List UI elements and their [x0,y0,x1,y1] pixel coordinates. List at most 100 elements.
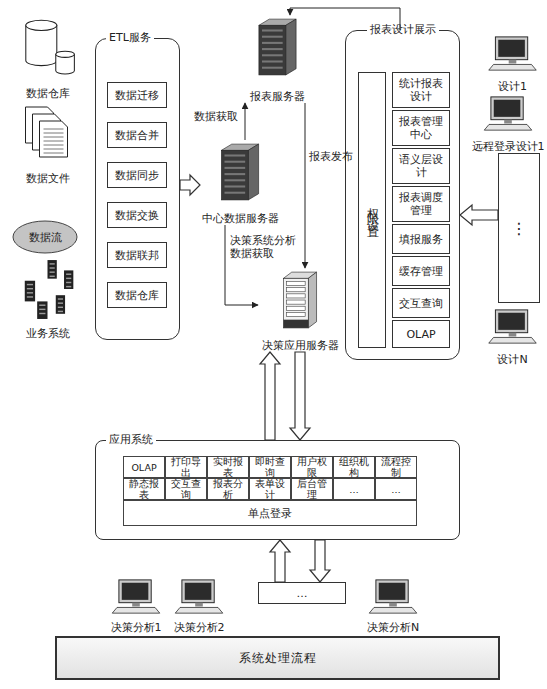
module-cell: 实时报表 [207,456,249,478]
computer-icon-graphic [485,308,540,346]
vertical-box: 权限设置 [358,72,386,348]
business-system-icon-graphic [10,258,85,320]
business-system-icon: 业务系统 [10,258,85,340]
box-label: OLAP [131,462,156,473]
box-label: 语义层设计 [398,153,444,179]
icon-label: 设计1 [498,80,527,93]
box-label: ⋮ [511,222,527,235]
computer-icon: 决策分析2 [168,578,230,634]
process-box: 报表调度管理 [392,186,450,222]
group-heading: 报表设计展示 [367,23,439,37]
icon-label: 决策分析N [367,621,419,634]
box-label: 打印导出 [167,456,205,478]
box-label: OLAP [406,328,435,341]
server-icon: 报表服务器 [235,15,320,103]
group-heading: ETL服务 [106,31,154,45]
icon-label: 中心数据服务器 [202,212,279,225]
process-box: 数据仓库 [107,282,167,308]
icon-label: 远程登录设计1 [472,140,545,153]
process-band: 系统处理流程 [55,636,500,680]
box-label: 统计报表设计 [398,77,444,103]
box-label: 组织机构 [335,456,373,478]
edge-label: 报表发布 [309,150,357,163]
module-cell: … [333,478,375,500]
group-box: ETL服务数据迁移数据合并数据同步数据交换数据联邦数据仓库 [95,38,180,340]
computer-icon: 远程登录设计1 [470,95,546,153]
block-arrow [180,175,200,195]
box-label: 单点登录 [248,508,292,519]
icon-label: 数据文件 [26,172,70,185]
server-icon-graphic [258,268,342,330]
icon-label: 数据仓库 [26,87,70,100]
box-label: 静态报表 [125,478,163,500]
process-box: 数据联邦 [107,242,167,268]
computer-icon: 设计N [485,308,540,366]
box-label: 交互查询 [399,297,443,310]
icon-label: 设计N [497,353,527,366]
icon-label: 报表服务器 [250,90,305,103]
box-label: 数据合并 [115,129,159,142]
box-label: 后台管理 [293,478,331,500]
server-icon: 中心数据服务器 [200,140,280,225]
data-file-icon: 数据文件 [10,103,85,185]
box-label: … [297,587,308,600]
vertical-label: 权限设置 [364,198,381,222]
box-label: 填报服务 [399,233,443,246]
module-cell: 后台管理 [291,478,333,500]
module-cell: 静态报表 [123,478,165,500]
icon-label: 决策分析1 [111,621,162,634]
group-box: 报表设计展示权限设置统计报表设计报表管理中心语义层设计报表调度管理填报服务缓存管… [345,30,460,360]
process-box: 数据交换 [107,202,167,228]
process-box: 报表管理中心 [392,110,450,146]
server-icon-graphic [200,140,280,202]
computer-icon-graphic [105,578,167,616]
module-cell: 表单设计 [249,478,291,500]
connector-line [305,103,306,268]
box-label: … [391,484,401,495]
module-cell: 即时查询 [249,456,291,478]
computer-icon-graphic [360,578,426,616]
box-label: 系统处理流程 [239,650,317,667]
computer-icon: 决策分析N [360,578,426,634]
process-box: 语义层设计 [392,148,450,184]
computer-icon: 决策分析1 [105,578,167,634]
box-label: 流程控制 [377,456,415,478]
box-label: 即时查询 [251,456,289,478]
process-box: 统计报表设计 [392,72,450,108]
module-cell: 用户权限 [291,456,333,478]
icon-label: 决策应用服务器 [262,339,339,352]
box-label: 用户权限 [293,456,331,478]
process-box: ⋮ [498,153,540,303]
icon-label: 业务系统 [26,327,70,340]
process-box: 数据迁移 [107,82,167,108]
computer-icon-graphic [168,578,230,616]
module-cell: 组织机构 [333,456,375,478]
box-label: 数据迁移 [115,89,159,102]
process-box: OLAP [392,320,450,348]
process-box: 缓存管理 [392,256,450,286]
box-label: 表单设计 [251,478,289,500]
group-box: 应用系统OLAP打印导出实时报表即时查询用户权限组织机构流程控制静态报表交互查询… [95,440,460,540]
icon-label: 决策分析2 [174,621,225,634]
box-label: 报表分析 [209,478,247,500]
block-arrow [290,352,310,440]
box-label: 报表调度管理 [398,191,444,217]
server-icon: 决策应用服务器 [258,268,342,352]
block-arrow [310,540,330,582]
box-label: 报表管理中心 [398,115,444,141]
module-cell: 单点登录 [123,500,417,526]
ellipse-label: 数据流 [29,230,62,245]
module-cell: OLAP [123,456,165,478]
module-cell: 交互查询 [165,478,207,500]
module-cell: … [375,478,417,500]
module-cell: 流程控制 [375,456,417,478]
server-icon-graphic [235,15,320,77]
block-arrow [270,540,290,582]
module-cell: 打印导出 [165,456,207,478]
process-box: … [258,582,346,604]
computer-icon-graphic [485,35,540,73]
process-box: 填报服务 [392,224,450,254]
computer-icon: 设计1 [485,35,540,93]
process-box: 数据合并 [107,122,167,148]
